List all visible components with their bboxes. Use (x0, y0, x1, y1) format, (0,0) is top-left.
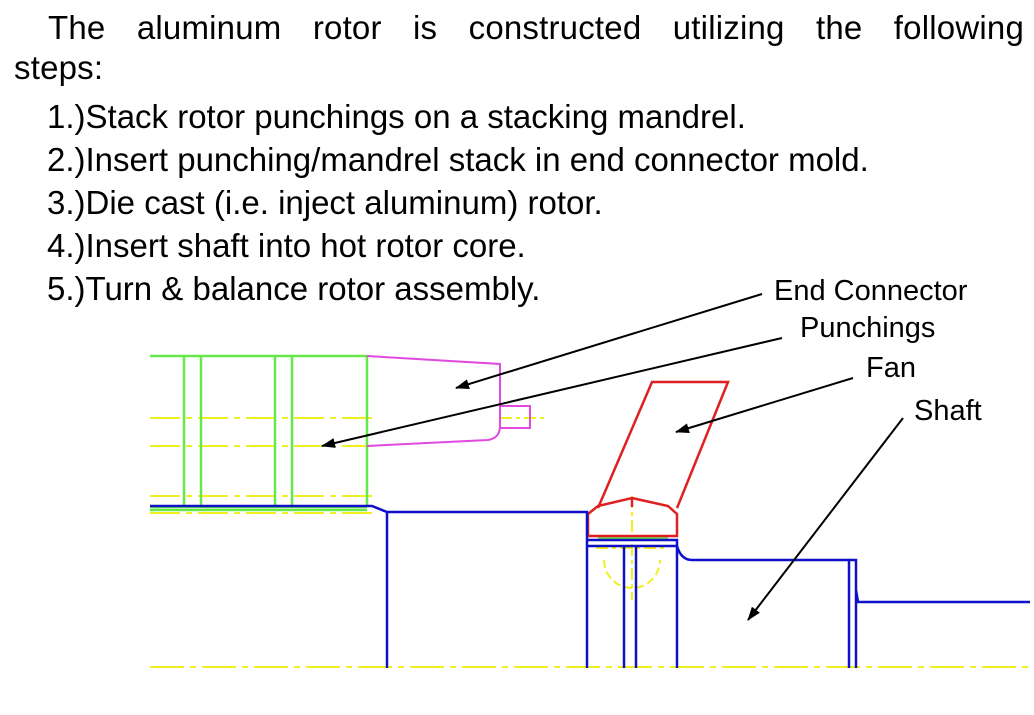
intro-text-line: The aluminum rotor is constructed utiliz… (48, 9, 1024, 46)
end-connector-outline (366, 355, 531, 447)
leader-arrows (321, 293, 904, 621)
end-connector-leader (455, 293, 763, 389)
punchings-leader (321, 337, 783, 448)
shaft-outline (150, 504, 1030, 668)
punchings-label: Punchings (800, 312, 936, 344)
fan-label: Fan (866, 352, 916, 384)
step-item: 4.)Insert shaft into hot rotor core. (47, 227, 526, 264)
fan-leader (675, 377, 854, 433)
step-item: 1.)Stack rotor punchings on a stacking m… (47, 98, 746, 135)
step-item: 3.)Die cast (i.e. inject aluminum) rotor… (47, 184, 603, 221)
shaft-leader (747, 417, 904, 621)
shaft-label: Shaft (914, 395, 982, 427)
centerlines (150, 417, 1030, 668)
assembly-steps-list: 1.)Stack rotor punchings on a stacking m… (47, 95, 869, 310)
intro-text-continuation: steps: (14, 49, 104, 86)
end-connector-label: End Connector (774, 275, 968, 307)
fan-outline (586, 380, 730, 538)
step-item: 2.)Insert punching/mandrel stack in end … (47, 141, 869, 178)
intro-paragraph: The aluminum rotor is constructed utiliz… (14, 6, 1024, 89)
step-item: 5.)Turn & balance rotor assembly. (47, 270, 541, 307)
